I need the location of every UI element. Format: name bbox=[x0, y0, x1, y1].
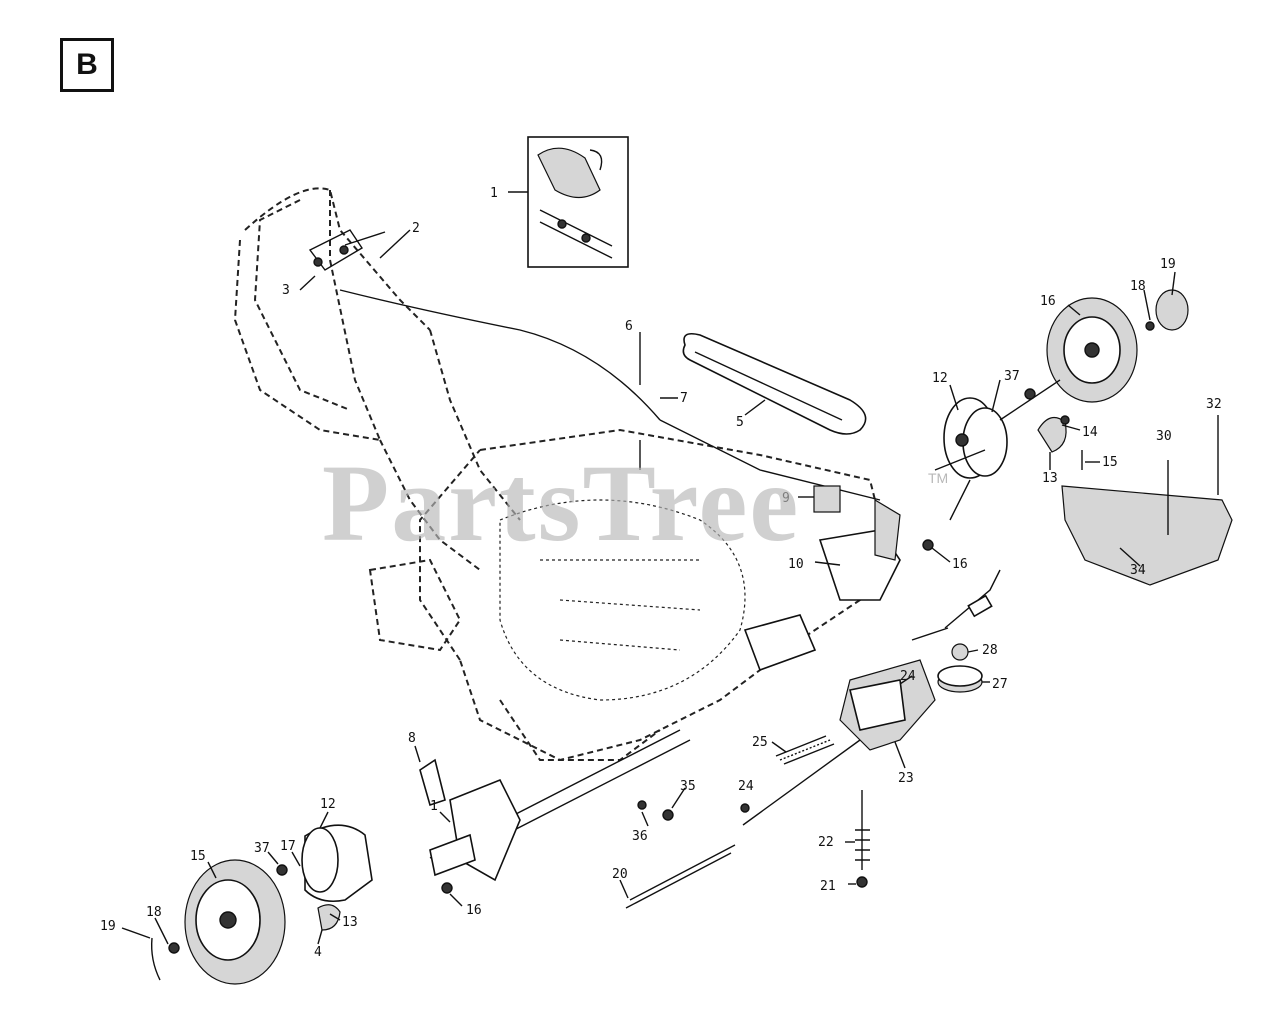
callout-17-left: 17 bbox=[280, 839, 296, 854]
rear-flap bbox=[1061, 415, 1233, 586]
callout-14-right: 14 bbox=[1082, 425, 1098, 440]
callout-18-right: 18 bbox=[1130, 279, 1146, 294]
callout-12-left: 12 bbox=[320, 797, 336, 812]
callout-4-left: 4 bbox=[314, 945, 322, 960]
callout-13-left: 13 bbox=[342, 915, 358, 930]
handle-assembly bbox=[233, 187, 661, 571]
callout-20: 20 bbox=[612, 867, 628, 882]
watermark-trademark: TM bbox=[928, 470, 949, 486]
callout-12-right: 12 bbox=[932, 371, 948, 386]
callout-25: 25 bbox=[752, 735, 768, 750]
callout-19-left: 19 bbox=[100, 919, 116, 934]
callout-1-lower: 1 bbox=[430, 799, 438, 814]
callout-labels: 1 2 3 6 7 5 12 37 16 18 19 14 13 15 32 3… bbox=[100, 186, 1222, 960]
section-label-box: B bbox=[60, 38, 114, 92]
callout-22: 22 bbox=[818, 835, 834, 850]
callout-37-right: 37 bbox=[1004, 369, 1020, 384]
callout-15-left: 15 bbox=[190, 849, 206, 864]
callout-9: 9 bbox=[782, 491, 790, 506]
callout-24-lower: 24 bbox=[738, 779, 754, 794]
control-inset bbox=[508, 136, 629, 268]
callout-34: 34 bbox=[1130, 563, 1146, 578]
center-brackets bbox=[743, 485, 934, 672]
transmission-assembly bbox=[740, 569, 1001, 888]
callout-30: 30 bbox=[1156, 429, 1172, 444]
drive-belt bbox=[682, 332, 867, 435]
callout-8: 8 bbox=[408, 731, 416, 746]
callout-18-left: 18 bbox=[146, 905, 162, 920]
callout-6: 6 bbox=[625, 319, 633, 334]
section-letter: B bbox=[76, 48, 98, 81]
callout-10: 10 bbox=[788, 557, 804, 572]
mower-deck bbox=[368, 419, 882, 762]
callout-1-top: 1 bbox=[490, 186, 498, 201]
callout-5-belt: 5 bbox=[736, 415, 744, 430]
callout-16-center: 16 bbox=[952, 557, 968, 572]
callout-13-right: 13 bbox=[1042, 471, 1058, 486]
leader-lines bbox=[121, 229, 1176, 945]
callout-35: 35 bbox=[680, 779, 696, 794]
callout-37-left: 37 bbox=[254, 841, 270, 856]
callout-3-handle: 3 bbox=[282, 283, 290, 298]
callout-16-right: 16 bbox=[1040, 294, 1056, 309]
callout-15-right: 15 bbox=[1102, 455, 1118, 470]
callout-2-handle: 2 bbox=[412, 221, 420, 236]
watermark-text: PartsTree bbox=[322, 442, 801, 564]
callout-27: 27 bbox=[992, 677, 1008, 692]
callout-32: 32 bbox=[1206, 397, 1222, 412]
right-wheel-assembly bbox=[934, 289, 1189, 521]
callout-24-upper: 24 bbox=[900, 669, 916, 684]
callout-28: 28 bbox=[982, 643, 998, 658]
callout-23: 23 bbox=[898, 771, 914, 786]
callout-16-left: 16 bbox=[466, 903, 482, 918]
callout-36: 36 bbox=[632, 829, 648, 844]
callout-7: 7 bbox=[680, 391, 688, 406]
left-wheel-assembly bbox=[150, 758, 674, 985]
callout-21: 21 bbox=[820, 879, 836, 894]
callout-19-right: 19 bbox=[1160, 257, 1176, 272]
